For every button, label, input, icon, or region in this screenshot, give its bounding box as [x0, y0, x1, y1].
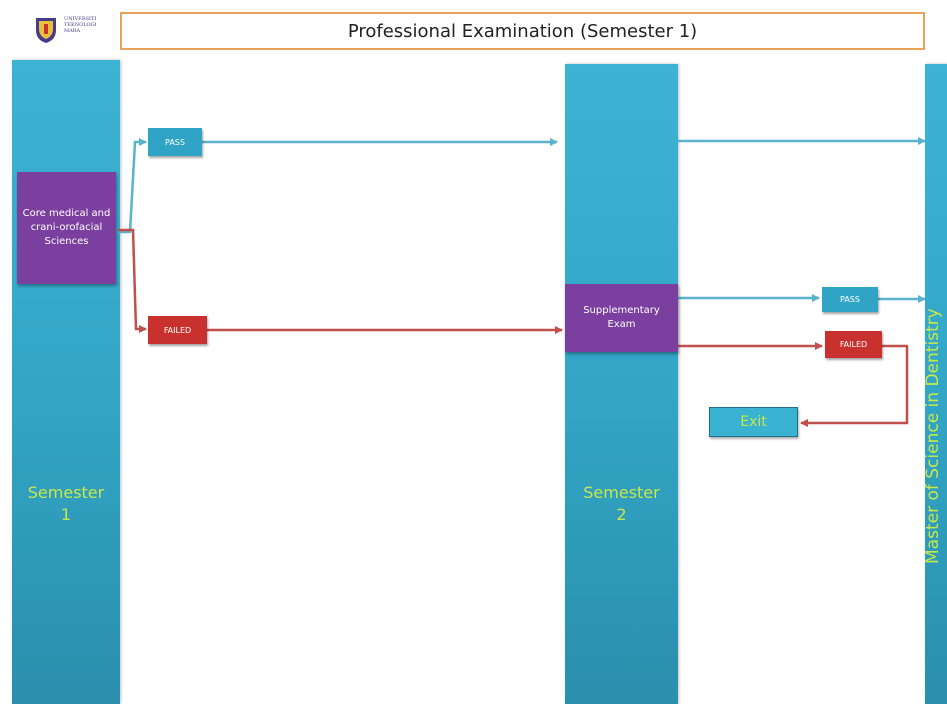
semester-1-label: Semester 1 [12, 482, 120, 526]
semester-2-label: Semester 2 [565, 482, 678, 526]
pass-badge-supplementary: PASS [822, 287, 878, 312]
failed-badge-semester1: FAILED [148, 316, 207, 344]
master-column [925, 64, 947, 704]
failed-badge-supplementary: FAILED [825, 331, 882, 358]
semester-2-column [565, 64, 678, 704]
logo-text: UNIVERSITI TEKNOLOGI MARA [64, 16, 97, 34]
core-sciences-box: Core medical and crani-orofacial Science… [17, 172, 116, 284]
semester-2-label-line2: 2 [616, 505, 627, 524]
master-label: Master of Science in Dentistry [925, 64, 947, 564]
semester-1-label-line1: Semester [27, 483, 105, 502]
arrow-core-to-pass [118, 138, 147, 234]
page-title: Professional Examination (Semester 1) [120, 12, 925, 50]
semester-1-column [12, 60, 120, 704]
semester-1-label-line2: 1 [60, 505, 72, 524]
arrow-failed-to-exit [800, 344, 909, 427]
arrow-core-to-failed [118, 228, 147, 333]
university-logo: UNIVERSITI TEKNOLOGI MARA [34, 14, 114, 48]
exit-box: Exit [709, 407, 798, 437]
crest-icon [36, 18, 56, 43]
master-label-text: Master of Science in Dentistry [925, 308, 943, 564]
supplementary-exam-box: Supplementary Exam [565, 284, 678, 352]
semester-2-label-line1: Semester [583, 483, 660, 502]
pass-badge-semester1: PASS [148, 128, 202, 156]
